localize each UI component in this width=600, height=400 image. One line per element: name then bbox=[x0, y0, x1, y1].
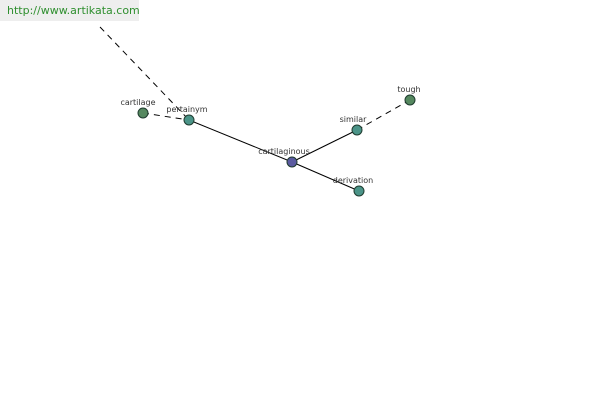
node-derivation-label: derivation bbox=[333, 176, 373, 185]
node-cartilage-label: cartilage bbox=[120, 98, 155, 107]
node-similar-dot bbox=[351, 124, 363, 136]
site-url-link[interactable]: http://www.artikata.com bbox=[0, 0, 140, 21]
node-similar[interactable]: similar bbox=[340, 115, 368, 136]
node-derivation-dot bbox=[353, 185, 365, 197]
edge-pertainym-cartilaginous bbox=[188, 119, 293, 163]
node-cartilage[interactable]: cartilage bbox=[120, 98, 156, 119]
node-cartilaginous-dot bbox=[286, 156, 298, 168]
node-cartilage-dot bbox=[137, 107, 149, 119]
node-pertainym-label: pertainym bbox=[166, 105, 207, 114]
node-tough[interactable]: tough bbox=[397, 85, 421, 106]
edge-cartilage-pertainym bbox=[142, 112, 190, 121]
node-cartilaginous[interactable]: cartilaginous bbox=[258, 147, 310, 168]
node-pertainym[interactable]: pertainym bbox=[166, 105, 208, 126]
node-derivation[interactable]: derivation bbox=[333, 176, 373, 197]
edge-cartilaginous-similar bbox=[291, 129, 358, 163]
node-tough-label: tough bbox=[397, 85, 420, 94]
node-tough-dot bbox=[404, 94, 416, 106]
node-pertainym-dot bbox=[183, 114, 195, 126]
node-similar-label: similar bbox=[340, 115, 368, 124]
node-cartilaginous-label: cartilaginous bbox=[258, 147, 310, 156]
edge-cartilaginous-derivation bbox=[291, 161, 360, 192]
